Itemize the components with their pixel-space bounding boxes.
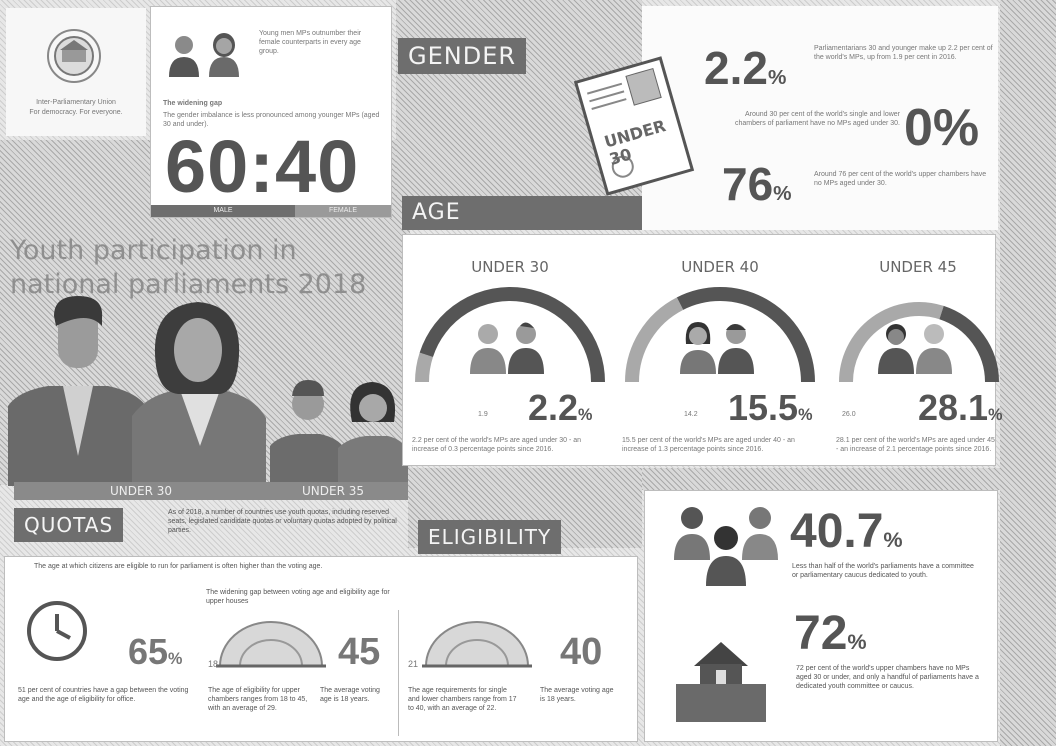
right-edge-hatch	[1000, 0, 1056, 746]
eligibility-panel	[4, 556, 638, 742]
age-group-under30-people-icon	[470, 322, 544, 374]
page-title-line-2: national parliaments 2018	[10, 269, 367, 300]
age-stat-1-text: Parliamentarians 30 and younger make up …	[814, 45, 993, 61]
ipu-logo-icon	[47, 29, 101, 83]
age-group-under40-gauge	[625, 287, 815, 383]
age-group-under30-gauge	[415, 287, 605, 383]
female-bar: FEMALE	[295, 205, 391, 217]
quota-tag-under35: UNDER 35	[301, 484, 364, 498]
male-bar: MALE	[151, 205, 295, 217]
female-mp-icon	[209, 33, 239, 77]
male-mp-icon	[169, 36, 199, 77]
age-group-under30-label: UNDER 30	[471, 258, 549, 276]
upper-chamber-age: 45	[338, 631, 381, 673]
lower-chamber-icon	[422, 621, 532, 668]
age-group-under45-value: 28.1%	[918, 387, 1003, 428]
gender-label: GENDER	[398, 38, 527, 74]
upper-chamber-icon	[216, 621, 326, 668]
eligibility-divider	[398, 610, 399, 736]
age-group-under30-prev-value: 1.9	[478, 411, 488, 418]
gauge-fill-arc	[625, 297, 684, 383]
age-group-under30-description: 2.2 per cent of the world's MPs are aged…	[412, 437, 582, 453]
age-group-under40-prev-value: 14.2	[684, 411, 698, 418]
right-middle-hatch	[642, 468, 1000, 490]
age-stat-3-text: Around 76 per cent of the world's upper …	[814, 171, 987, 187]
quota-tags-bar	[14, 482, 408, 500]
age-group-under45-people-icon	[878, 324, 952, 374]
age-group-under45-gauge	[839, 302, 999, 383]
eligibility-intro: The age at which citizens are eligible t…	[34, 563, 323, 570]
age-group-under40-description: 15.5 per cent of the world's MPs are age…	[622, 437, 795, 453]
gauge-track-arc	[419, 287, 605, 383]
age-group-under30-value: 2.2%	[528, 387, 593, 428]
quotas-text: As of 2018, a number of countries use yo…	[168, 509, 397, 534]
clock-stat-text: 51 per cent of countries have a gap betw…	[18, 687, 189, 703]
lower-chamber-text-2: The average voting age is 18 years.	[540, 687, 614, 703]
age-label: AGE	[402, 196, 642, 230]
age-group-under45-label: UNDER 45	[879, 258, 957, 276]
gauge-fill-arc	[415, 352, 434, 383]
logo-panel: Inter-Parliamentary Union For democracy.…	[6, 8, 146, 136]
age-stat-3-value: 76%	[722, 158, 792, 210]
right-stat-2-value: 72%	[794, 607, 867, 660]
quotas-label: QUOTAS	[14, 508, 124, 542]
age-group-under45-prev-value: 26.0	[842, 411, 856, 418]
right-stat-1-text: Less than half of the world's parliament…	[792, 563, 974, 579]
lower-chamber-age: 40	[560, 631, 603, 673]
right-stat-2-text: 72 per cent of the world's upper chamber…	[796, 665, 979, 690]
school-building-icon	[676, 642, 766, 722]
gauge-fill-arc	[839, 302, 944, 383]
age-group-under45-description: 28.1 per cent of the world's MPs are age…	[836, 437, 995, 453]
young-mps-illustration	[8, 296, 408, 486]
page-title-line-1: Youth participation in	[10, 235, 297, 266]
right-stat-1-value: 40.7%	[790, 505, 903, 558]
age-group-under40-label: UNDER 40	[681, 258, 759, 276]
clock-icon	[27, 601, 87, 661]
logo-caption: Inter-Parliamentary Union	[36, 99, 116, 106]
logo-tagline: For democracy. For everyone.	[29, 109, 123, 116]
gender-ratio: 60:40	[165, 125, 360, 208]
age-group-under40-value: 15.5%	[728, 387, 813, 428]
eligibility-gap-heading: The widening gap between voting age and …	[206, 589, 390, 605]
lower-chamber-text-1: The age requirements for single and lowe…	[408, 687, 517, 712]
clock-stat-value: 65%	[128, 631, 183, 672]
page-title: Youth participation in national parliame…	[10, 234, 408, 302]
gender-panel: Young men MPs outnumber their female cou…	[150, 6, 392, 218]
age-stat-2-value: 0%	[904, 99, 980, 157]
gauge-track-arc	[939, 305, 999, 383]
gender-intro-text: Young men MPs outnumber their female cou…	[259, 30, 362, 55]
upper-from-age: 18	[208, 659, 219, 669]
upper-chamber-text-1: The age of eligibility for upper chamber…	[208, 687, 308, 712]
gender-subtext: The gender imbalance is less pronounced …	[163, 112, 380, 128]
under30-card-icon	[573, 56, 695, 196]
age-stat-2-text: Around 30 per cent of the world's single…	[735, 111, 900, 127]
gauge-track-arc	[676, 287, 815, 383]
gender-ratio-bar: MALE FEMALE	[151, 205, 391, 217]
upper-chamber-text-2: The average voting age is 18 years.	[320, 687, 380, 703]
youth-group-icon	[674, 507, 778, 586]
age-stat-1-value: 2.2%	[704, 42, 787, 94]
quota-tag-under30: UNDER 30	[109, 484, 172, 498]
lower-from-age: 21	[408, 659, 419, 669]
eligibility-label: ELIGIBILITY	[418, 520, 562, 554]
age-group-under40-people-icon	[680, 322, 754, 374]
age-stats-panel	[642, 6, 998, 230]
gender-subheading: The widening gap	[163, 100, 223, 107]
